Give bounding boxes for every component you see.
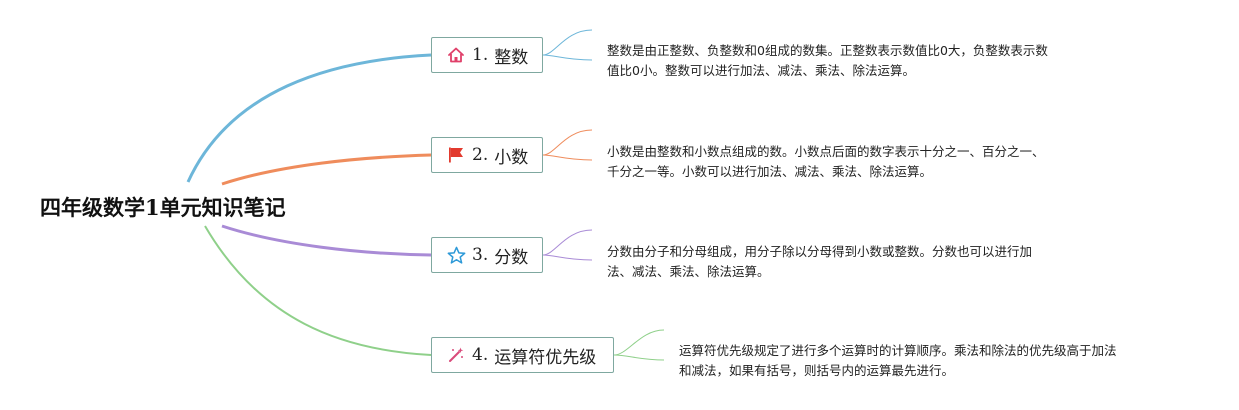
note-line: 千分之一等。小数可以进行加法、减法、乘法、除法运算。 [607, 164, 933, 179]
note-line: 分数由分子和分母组成，用分子除以分母得到小数或整数。分数也可以进行加 [607, 244, 1033, 259]
magic-wand-icon [446, 345, 466, 365]
star-icon [446, 245, 466, 265]
note-fractions: 分数由分子和分母组成，用分子除以分母得到小数或整数。分数也可以进行加 法、减法、… [607, 242, 1107, 282]
topic-3-label: 分数 [494, 247, 529, 268]
note-line: 运算符优先级规定了进行多个运算时的计算顺序。乘法和除法的优先级高于加法 [679, 343, 1117, 358]
house-icon [446, 45, 466, 65]
note-connector-4 [613, 329, 665, 361]
note-line: 法、减法、乘法、除法运算。 [607, 264, 770, 279]
note-decimals: 小数是由整数和小数点组成的数。小数点后面的数字表示十分之一、百分之一、 千分之一… [607, 142, 1107, 182]
topic-3-fractions[interactable]: 3. 分数 [431, 237, 543, 273]
branch-line-1 [186, 53, 432, 183]
note-line: 和减法，如果有括号，则括号内的运算最先进行。 [679, 363, 955, 378]
red-flag-icon [446, 145, 466, 165]
topic-2-decimals[interactable]: 2. 小数 [431, 137, 543, 173]
topic-2-number: 2. [472, 145, 489, 165]
topic-1-number: 1. [472, 45, 489, 65]
topic-4-label: 运算符优先级 [494, 347, 597, 368]
central-topic[interactable]: 四年级数学1单元知识笔记 [40, 195, 286, 220]
branch-line-2 [221, 153, 432, 186]
note-connector-3 [542, 229, 593, 261]
topic-3-number: 3. [472, 245, 489, 265]
branch-line-4 [204, 225, 432, 356]
note-line: 小数是由整数和小数点组成的数。小数点后面的数字表示十分之一、百分之一、 [607, 144, 1045, 159]
topic-1-integers[interactable]: 1. 整数 [431, 37, 543, 73]
note-integers: 整数是由正整数、负整数和0组成的数集。正整数表示数值比0大，负整数表示数 值比0… [607, 41, 1107, 81]
topic-1-label: 整数 [494, 47, 529, 68]
note-connector-1 [542, 29, 593, 61]
note-line: 整数是由正整数、负整数和0组成的数集。正整数表示数值比0大，负整数表示数 [607, 43, 1048, 58]
topic-4-operator-precedence[interactable]: 4. 运算符优先级 [431, 337, 614, 373]
note-operator-precedence: 运算符优先级规定了进行多个运算时的计算顺序。乘法和除法的优先级高于加法 和减法，… [679, 341, 1179, 381]
note-line: 值比0小。整数可以进行加法、减法、乘法、除法运算。 [607, 63, 915, 78]
branch-line-3 [221, 224, 432, 257]
note-connector-2 [542, 129, 593, 161]
topic-4-number: 4. [472, 345, 489, 365]
topic-2-label: 小数 [494, 147, 529, 168]
